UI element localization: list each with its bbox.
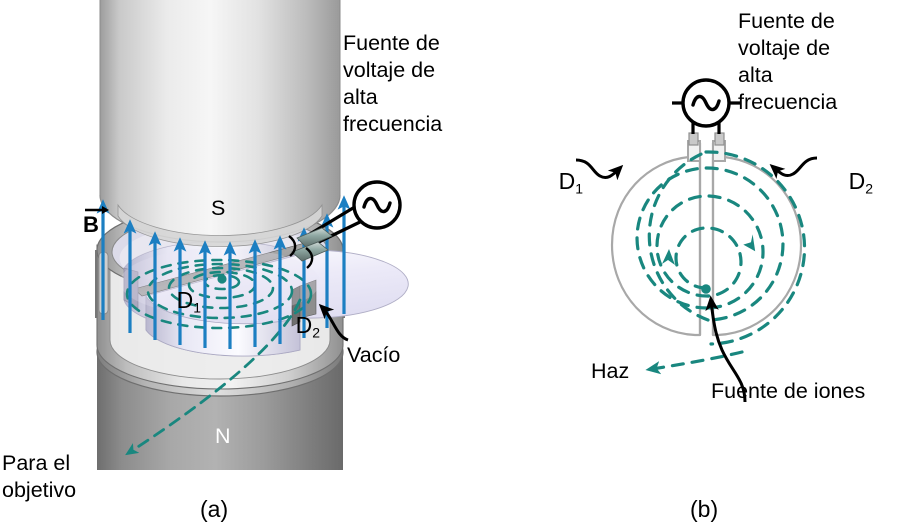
- ion-source-dot-3d: [217, 274, 227, 284]
- panel-a-source-label-line2: voltaje de: [343, 58, 436, 82]
- dee-label-d1-top: D1: [533, 139, 583, 226]
- dee-label-d1-3d-sub: 1: [193, 299, 201, 316]
- dee-label-d2-top-text: D: [848, 168, 866, 195]
- panel-a-source-label-line3: alta: [343, 85, 378, 109]
- pole-label-north: N: [215, 424, 231, 448]
- panel-a-source-label-line1: Fuente de: [343, 31, 440, 55]
- ac-source-icon: [352, 180, 402, 230]
- magnet-pole-south: [99, 0, 341, 247]
- panel-b-caption: (b): [690, 496, 719, 522]
- panel-b-source-label-line3: alta: [738, 63, 773, 87]
- dee-label-d1-3d: D1: [151, 258, 201, 345]
- vacuum-leader-arrow: [318, 303, 349, 342]
- panel-b-source-label-line1: Fuente de: [738, 9, 835, 33]
- ac-feed-cables-3d: [288, 203, 361, 269]
- vacuum-label: Vacío: [347, 343, 401, 367]
- ion-source-label: Fuente de iones: [711, 379, 866, 403]
- target-label-line2: objetivo: [2, 478, 77, 502]
- magnetic-field-label: B: [80, 200, 120, 246]
- dee-label-d2-top-sub: 2: [865, 180, 873, 197]
- dee-label-d2-3d-sub: 2: [312, 324, 320, 341]
- dee-label-d1-top-text: D: [558, 168, 576, 195]
- panel-b-source-label-line2: voltaje de: [738, 36, 831, 60]
- pole-label-south: S: [211, 196, 226, 220]
- extracted-beam-path: [125, 298, 302, 456]
- dee-label-d2-top: D2: [823, 139, 873, 226]
- vector-arrow-icon: [85, 206, 109, 214]
- dee-label-d2-3d: D2: [270, 283, 320, 370]
- panel-a-caption: (a): [200, 496, 229, 522]
- target-label-line1: Para el: [2, 451, 71, 475]
- dee-label-d2-3d-text: D: [295, 312, 313, 339]
- panel-a-source-label-line4: frecuencia: [343, 112, 443, 136]
- dee-label-d1-3d-text: D: [176, 287, 194, 314]
- dee-label-d1-top-sub: 1: [575, 180, 583, 197]
- panel-b-source-label-line4: frecuencia: [738, 90, 838, 114]
- magnetic-field-label-text: B: [83, 212, 99, 237]
- beam-label: Haz: [591, 359, 630, 383]
